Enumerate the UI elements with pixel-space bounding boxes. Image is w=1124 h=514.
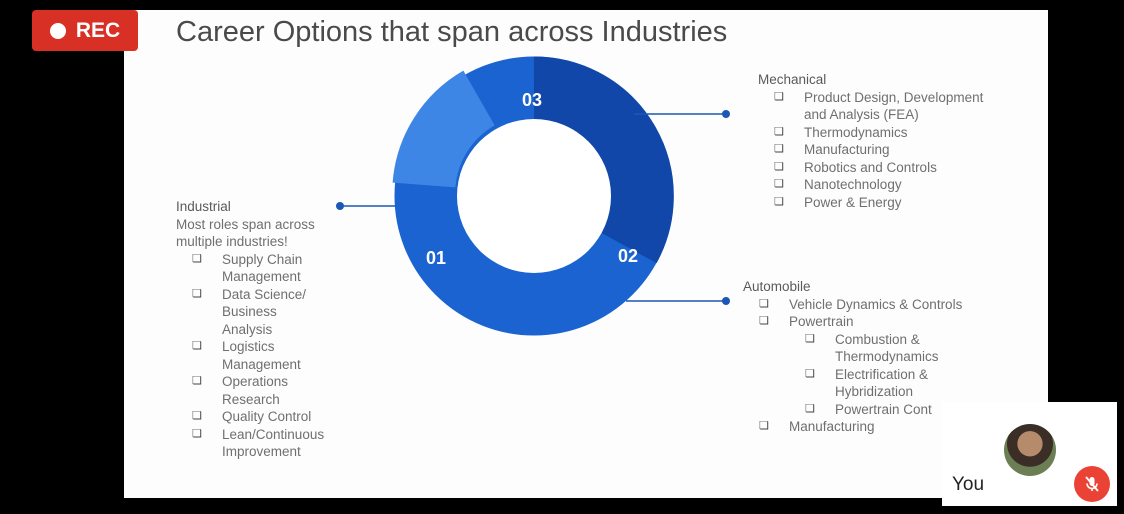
list-item: ❏ Manufacturing [774,142,890,157]
segment-label-03: 03 [522,90,543,110]
checkbox-icon: ❏ [192,375,202,387]
donut-diagram [336,56,730,336]
sub-list-item: ❏ Combustion & Thermodynamics [805,331,939,365]
self-name-label: You [952,474,985,495]
mechanical-list: ❏ Product Design, Development and Analys… [758,89,1048,212]
industrial-heading: Industrial [176,199,231,214]
mic-off-button[interactable] [1074,466,1110,502]
recording-indicator: REC [32,10,138,51]
donut-hole [457,119,611,273]
checkbox-icon: ❏ [805,402,815,415]
checkbox-icon: ❏ [759,297,769,310]
list-item: ❏ Powertrain [759,314,854,329]
list-item: ❏ Manufacturing [759,419,875,434]
list-item: ❏ Robotics and Controls [774,159,937,175]
segment-label-01: 01 [426,248,447,268]
list-item: ❏ Quality Control [192,409,312,424]
sub-list-item: ❏ Powertrain Cont [805,401,932,417]
automobile-connector-dot [722,297,730,305]
checkbox-icon: ❏ [774,143,784,155]
checkbox-icon: ❏ [759,420,769,432]
powertrain-sublist: ❏ Combustion & Thermodynamics ❏ Electrif… [743,331,1048,419]
industrial-connector-dot [336,202,344,210]
segment-label-02: 02 [618,246,639,266]
donut-segment-01 [392,70,496,189]
list-item: ❏ Nanotechnology [774,177,902,192]
list-item: ❏ Product Design, Development and Analys… [774,89,984,123]
checkbox-icon: ❏ [774,160,784,173]
automobile-block: Automobile ❏ Vehicle Dynamics & Controls… [743,278,1048,436]
mechanical-connector-dot [722,110,730,118]
checkbox-icon: ❏ [774,90,784,103]
checkbox-icon: ❏ [774,195,784,208]
list-item: ❏ Supply Chain Management [192,251,303,285]
industrial-list: ❏ Supply Chain Management ❏ Data Science… [176,251,376,461]
checkbox-icon: ❏ [774,178,784,190]
list-item: ❏ Thermodynamics [774,124,908,140]
industrial-subheading-1: Most roles span across [176,216,315,232]
list-item: ❏ Logistics Management [192,339,301,372]
list-item: ❏ Operations Research [192,374,289,407]
self-video-tile[interactable]: You [942,402,1117,506]
checkbox-icon: ❏ [759,315,769,327]
checkbox-icon: ❏ [192,410,202,422]
checkbox-icon: ❏ [805,332,815,345]
avatar [1004,424,1056,476]
checkbox-icon: ❏ [192,340,202,352]
industrial-block: Industrial Most roles span across multip… [176,198,376,461]
mic-off-icon [1085,476,1099,492]
list-item: ❏ Vehicle Dynamics & Controls [759,296,963,312]
automobile-list: ❏ Vehicle Dynamics & Controls ❏ Powertra… [743,296,1048,436]
checkbox-icon: ❏ [774,125,784,138]
checkbox-icon: ❏ [192,287,202,300]
record-dot-icon [49,22,66,39]
list-item: ❏ Data Science/ Business Analysis [192,286,307,337]
mechanical-heading: Mechanical [758,72,827,87]
industrial-subheading-2: multiple industries! [176,234,288,249]
presentation-slide: Career Options that span across Industri… [124,10,1048,498]
rec-label: REC [75,18,121,42]
list-item-nested: ❏ Combustion & Thermodynamics ❏ Electrif… [743,331,1048,419]
list-item: ❏ Power & Energy [774,194,902,210]
checkbox-icon: ❏ [192,427,202,440]
donut-segment-03 [533,56,674,264]
slide-title: Career Options that span across Industri… [176,16,728,48]
checkbox-icon: ❏ [192,252,202,265]
automobile-heading: Automobile [743,279,811,294]
list-item: ❏ Lean/Continuous Improvement [192,426,325,460]
sub-list-item: ❏ Electrification & Hybridization [805,366,929,400]
checkbox-icon: ❏ [805,367,815,380]
mechanical-block: Mechanical ❏ Product Design, Development… [758,71,1048,211]
